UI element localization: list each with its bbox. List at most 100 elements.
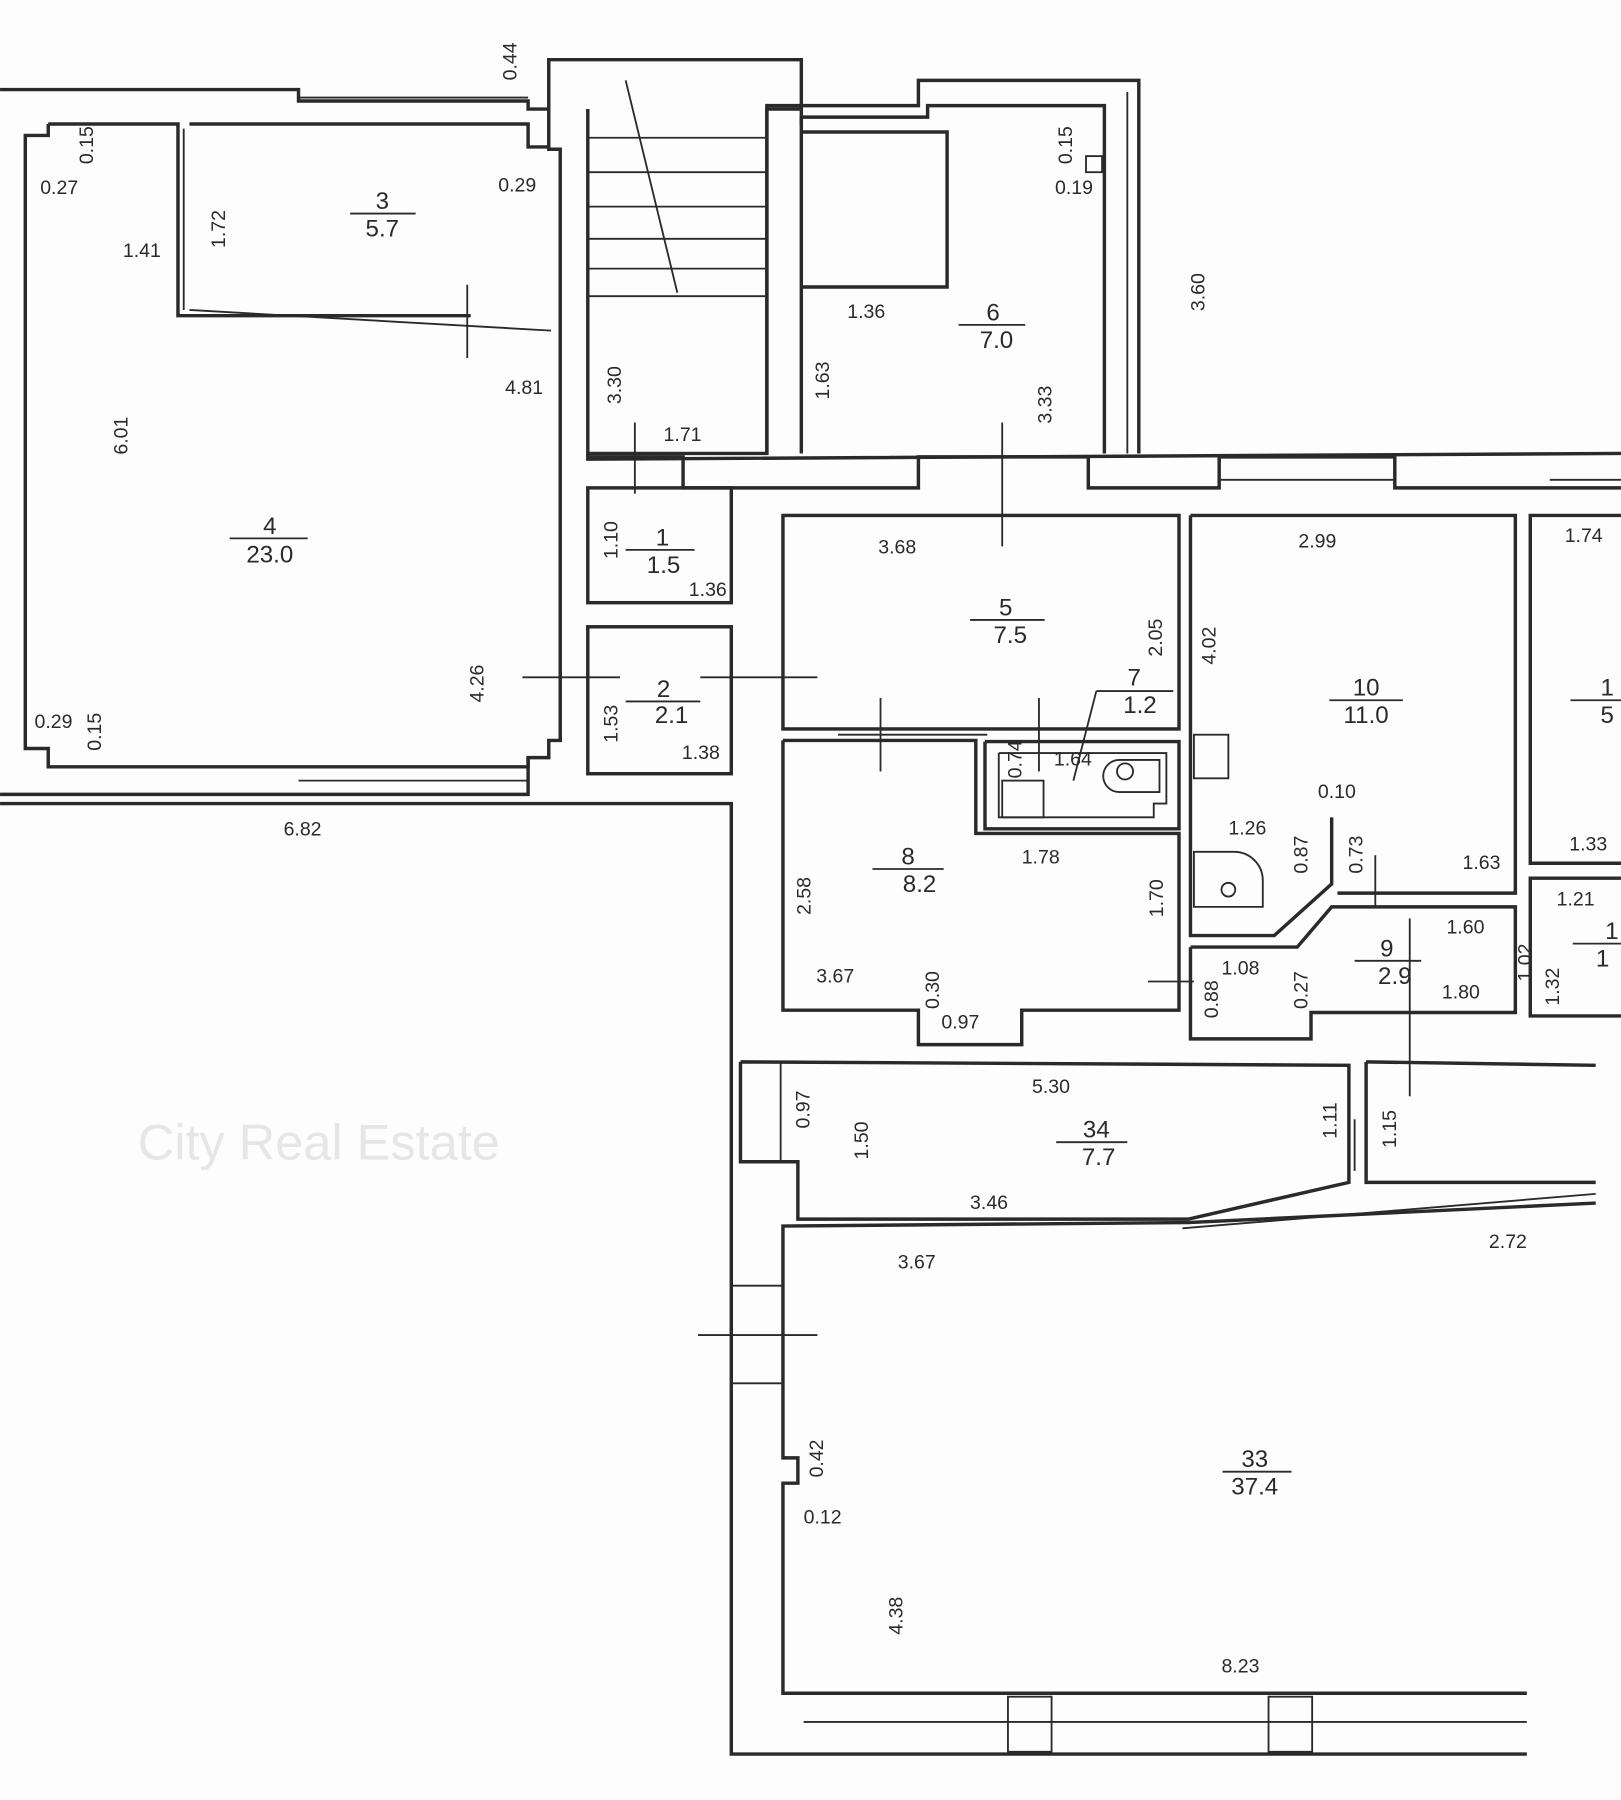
dimension-label: 0.42 [806, 1439, 828, 1477]
dimension-label: 1.08 [1221, 958, 1259, 980]
dimension-label: 0.97 [792, 1090, 814, 1128]
svg-text:8: 8 [901, 843, 914, 870]
dimension-label: 1.36 [689, 579, 727, 601]
dimension-label: 0.29 [498, 175, 536, 197]
svg-text:2.9: 2.9 [1378, 963, 1412, 990]
svg-text:33: 33 [1241, 1446, 1268, 1473]
dimension-label: 2.05 [1145, 619, 1167, 657]
dimension-label: 1.26 [1228, 818, 1266, 840]
room-label: 88.2 [872, 843, 944, 898]
dimension-label: 1.78 [1022, 846, 1060, 868]
svg-text:4: 4 [263, 513, 276, 540]
dimension-label: 0.97 [941, 1012, 979, 1034]
dimension-label: 4.38 [885, 1597, 907, 1635]
dimension-label: 0.19 [1055, 177, 1093, 199]
dimension-label: 2.99 [1298, 531, 1336, 553]
dimension-label: 3.46 [970, 1192, 1008, 1214]
dimension-label: 0.15 [84, 713, 106, 751]
dimension-label: 4.26 [466, 665, 488, 703]
room-labels: 35.7 423.0 67.0 11.5 57.5 22.1 71.2 1011… [229, 188, 1621, 1501]
dimension-label: 3.68 [878, 536, 916, 558]
dimension-label: 1.63 [1463, 852, 1501, 874]
dimension-label: 4.81 [505, 377, 543, 399]
dimension-label: 1.21 [1557, 889, 1595, 911]
dimension-label: 1.60 [1446, 916, 1484, 938]
svg-text:1.2: 1.2 [1123, 692, 1157, 719]
dimension-label: 3.67 [898, 1251, 936, 1273]
dimension-label: 3.60 [1187, 273, 1209, 311]
dimension-label: 3.33 [1035, 386, 1057, 424]
svg-text:9: 9 [1380, 935, 1393, 962]
svg-text:7.7: 7.7 [1082, 1144, 1116, 1171]
svg-text:34: 34 [1083, 1117, 1110, 1144]
dimension-label: 6.01 [110, 417, 132, 455]
svg-text:7.5: 7.5 [993, 622, 1027, 649]
walls [0, 57, 1621, 1756]
dimension-label: 1.53 [601, 705, 623, 743]
dimension-label: 0.12 [804, 1506, 842, 1528]
dimension-label: 4.02 [1199, 627, 1221, 665]
svg-text:7.0: 7.0 [980, 327, 1014, 354]
room-label: 71.2 [1096, 664, 1174, 719]
dimension-label: 8.23 [1221, 1656, 1259, 1678]
dimension-label: 1.70 [1146, 879, 1168, 917]
svg-text:3: 3 [376, 188, 389, 215]
dimension-label: 1.72 [208, 210, 230, 248]
dimension-label: 1.80 [1442, 982, 1480, 1004]
dimension-label: 0.10 [1318, 781, 1356, 803]
dimension-label: 1.50 [851, 1121, 873, 1159]
dimension-label: 0.87 [1291, 836, 1313, 874]
dimension-label: 1.10 [601, 521, 623, 559]
dimension-label: 1.63 [812, 362, 834, 400]
dimension-label: 1.36 [847, 301, 885, 323]
svg-text:5: 5 [1600, 702, 1613, 729]
dimension-label: 1.38 [682, 742, 720, 764]
svg-text:23.0: 23.0 [246, 542, 293, 569]
room-label: 57.5 [970, 594, 1045, 649]
dimension-label: 1.64 [1054, 749, 1092, 771]
room-label: 67.0 [958, 299, 1026, 354]
room-label: 92.9 [1354, 935, 1422, 990]
dimension-label: 0.44 [500, 42, 522, 80]
svg-text:11.0: 11.0 [1344, 702, 1389, 729]
svg-text:1.5: 1.5 [647, 552, 681, 579]
svg-text:1: 1 [1600, 675, 1613, 702]
dimension-label: 0.27 [40, 177, 78, 199]
room-label: 347.7 [1056, 1117, 1128, 1171]
dimension-label: 1.74 [1565, 525, 1603, 547]
svg-text:1: 1 [1596, 946, 1609, 973]
dimension-label: 1.33 [1569, 834, 1607, 856]
svg-text:1: 1 [1605, 918, 1618, 945]
room-label: 15 [1570, 675, 1621, 729]
svg-text:1: 1 [656, 524, 669, 551]
dimension-label: 5.30 [1032, 1076, 1070, 1098]
dimension-label: 1.41 [123, 240, 161, 262]
dimension-labels: 0.44 0.15 0.27 1.41 1.72 0.29 6.01 4.81 … [34, 42, 1607, 1677]
dimension-label: 0.27 [1291, 971, 1313, 1009]
svg-text:10: 10 [1353, 675, 1380, 702]
svg-text:6: 6 [986, 299, 999, 326]
svg-text:5: 5 [999, 594, 1012, 621]
dimension-label: 0.29 [34, 711, 72, 733]
svg-text:5.7: 5.7 [366, 215, 400, 242]
room-label: 423.0 [229, 513, 308, 569]
room-label: 11.5 [625, 524, 695, 579]
dimension-label: 1.02 [1514, 944, 1536, 982]
dimension-label: 2.58 [794, 877, 816, 915]
svg-text:37.4: 37.4 [1231, 1474, 1278, 1501]
dimension-label: 0.88 [1201, 980, 1223, 1018]
svg-text:8.2: 8.2 [903, 871, 937, 898]
dimension-label: 1.32 [1542, 968, 1564, 1006]
dimension-label: 3.67 [816, 966, 854, 988]
dimension-label: 3.30 [604, 366, 626, 404]
svg-text:2.1: 2.1 [655, 702, 689, 729]
dimension-label: 1.11 [1319, 1102, 1341, 1139]
dimension-label: 0.15 [1055, 126, 1077, 164]
room-label: 35.7 [350, 188, 416, 242]
dimension-label: 0.74 [1005, 740, 1027, 778]
dimension-label: 2.72 [1489, 1231, 1527, 1253]
dimension-label: 1.71 [664, 424, 702, 446]
